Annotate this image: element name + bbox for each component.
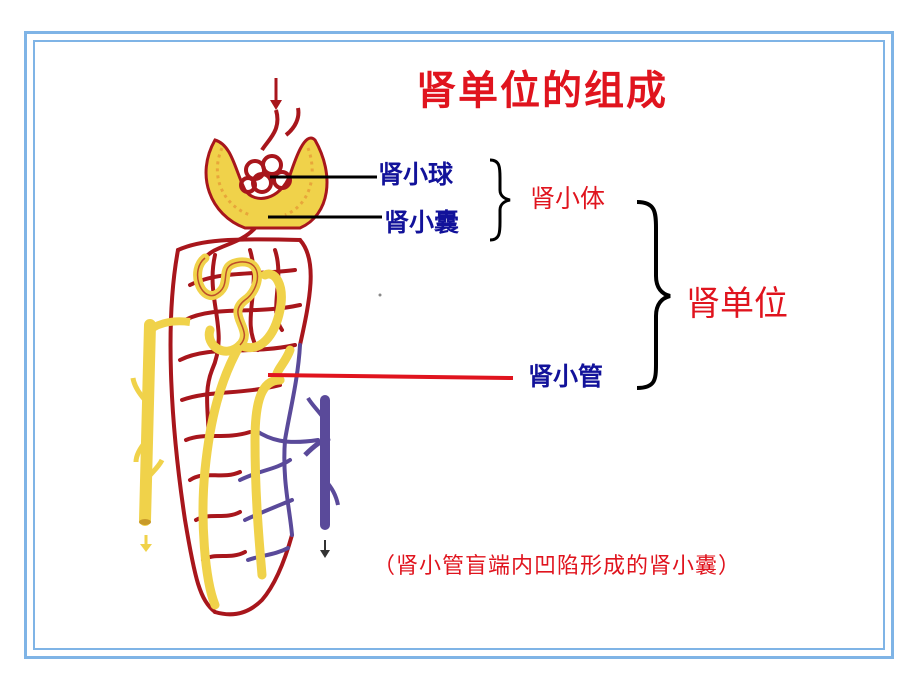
collecting-duct xyxy=(130,317,191,526)
page-title: 肾单位的组成 xyxy=(416,68,668,114)
renal-tubule-outline xyxy=(196,257,259,346)
label-glomerulus: 肾小球 xyxy=(378,160,454,189)
corpuscle-brace xyxy=(489,158,511,242)
label-renal-tubule: 肾小管 xyxy=(528,362,604,391)
bowman-capsule xyxy=(204,136,329,230)
outer-frame xyxy=(24,31,894,659)
note-text: （肾小管盲端内凹陷形成的肾小囊） xyxy=(373,554,742,579)
peritubular-capillaries xyxy=(168,237,313,617)
label-renal-corpuscle: 肾小体 xyxy=(530,184,606,213)
inflow-arrow-icon xyxy=(270,78,282,110)
label-nephron: 肾单位 xyxy=(686,284,788,324)
inner-frame xyxy=(33,40,885,650)
glomerulus-knot xyxy=(239,107,301,194)
nephron-brace xyxy=(636,200,671,390)
renal-vein xyxy=(303,395,340,530)
label-capsule: 肾小囊 xyxy=(384,208,460,237)
tubule-pointer-line xyxy=(267,373,514,380)
duct-outflow-arrow-icon xyxy=(140,535,152,552)
vein-outflow-arrow-icon xyxy=(320,540,330,558)
